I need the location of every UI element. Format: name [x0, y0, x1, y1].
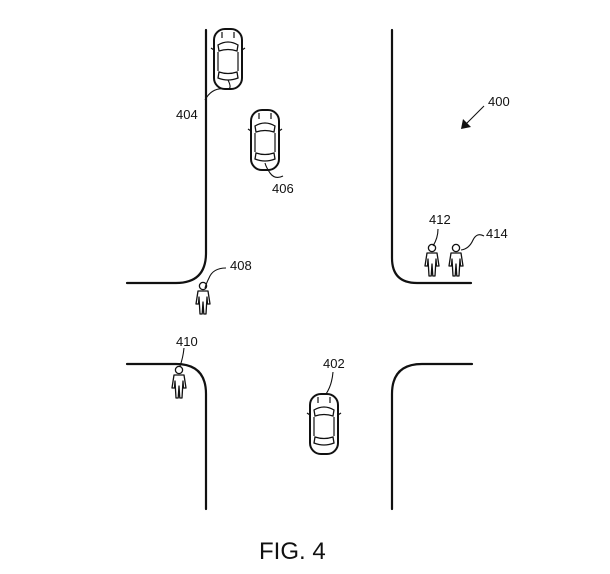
label-400: 400	[488, 94, 510, 109]
road-edge-bottom-right	[390, 362, 474, 511]
leader-410	[179, 347, 185, 367]
label-406: 406	[272, 181, 294, 196]
road-edges	[125, 28, 474, 511]
label-414: 414	[486, 226, 508, 241]
label-402: 402	[323, 356, 345, 371]
leader-412	[432, 228, 439, 247]
label-410: 410	[176, 334, 198, 349]
label-404: 404	[176, 107, 198, 122]
label-412: 412	[429, 212, 451, 227]
road-edge-top-right	[390, 28, 473, 285]
leader-lines	[179, 79, 485, 395]
road-edge-top-left	[125, 28, 208, 285]
leader-414	[460, 234, 485, 251]
pedestrian-412-icon	[424, 243, 440, 277]
arrow-icon	[461, 105, 485, 129]
pedestrian-414-icon	[448, 243, 464, 277]
label-408: 408	[230, 258, 252, 273]
leader-404	[204, 79, 231, 101]
vehicle-406-icon	[247, 109, 283, 171]
pedestrian-410-icon	[171, 365, 187, 399]
road-edge-bottom-left	[125, 362, 208, 511]
figure-caption: FIG. 4	[259, 538, 326, 565]
leader-402	[325, 371, 334, 395]
vehicle-402-icon	[306, 393, 342, 455]
pedestrian-408-icon	[195, 281, 211, 315]
leader-408	[204, 267, 227, 289]
leader-406	[264, 162, 284, 179]
